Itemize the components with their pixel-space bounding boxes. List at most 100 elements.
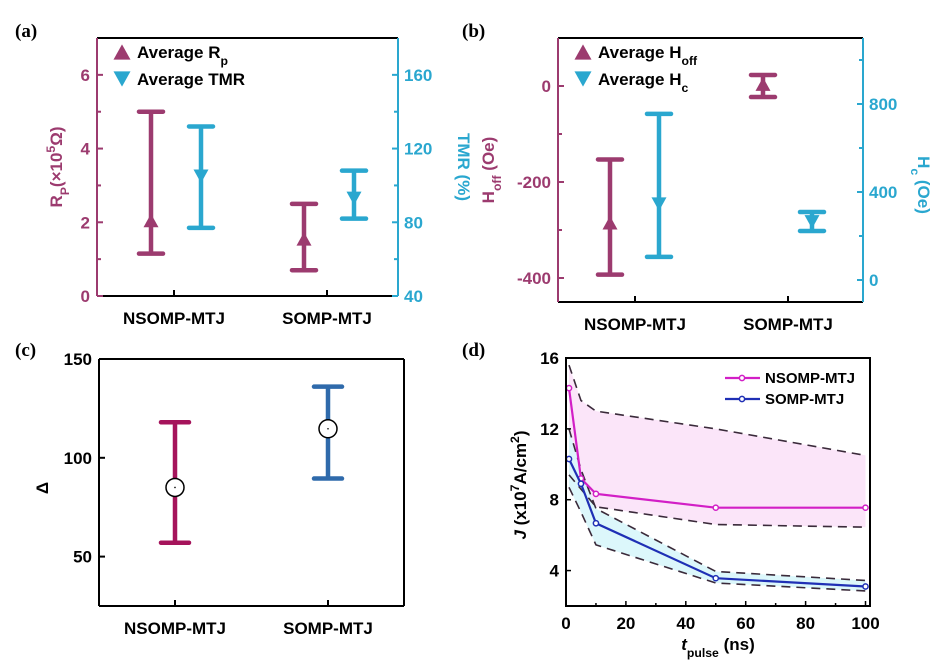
lower-bound-line — [568, 474, 866, 528]
legend-label: Average Hoff — [598, 43, 698, 68]
x-axis-title: tpulse (ns) — [681, 635, 755, 660]
x-category-label: SOMP-MTJ — [282, 309, 372, 328]
x-tick-label: 0 — [561, 614, 570, 633]
legend-label-part: Average R — [137, 43, 220, 62]
y-axis-title: J (x107A/cm2) — [508, 430, 530, 539]
mean-marker — [193, 169, 209, 183]
left-tick-label: 100 — [64, 449, 92, 468]
left-tick-label: 2 — [81, 213, 90, 232]
x-tick-label: 100 — [851, 614, 879, 633]
right-axis-title: TMR (%) — [454, 133, 473, 201]
right-tick-label: 0 — [869, 271, 878, 290]
mean-marker — [651, 197, 667, 211]
y-tick-label: 16 — [540, 349, 559, 368]
left-axis-title-part: (×10 — [47, 153, 66, 188]
right-tick-label: 400 — [869, 183, 897, 202]
y-axis-title-part: ) — [511, 430, 530, 436]
right-axis-title: Hc (Oe) — [908, 156, 933, 214]
left-tick-label: -200 — [517, 173, 551, 192]
legend-label-part: p — [220, 54, 227, 68]
right-tick-label: 800 — [869, 95, 897, 114]
data-point — [565, 455, 573, 463]
data-point — [592, 490, 600, 498]
x-axis-title-part: (ns) — [719, 635, 755, 654]
legend-marker — [113, 71, 131, 87]
legend-label: Average Hc — [598, 70, 688, 95]
error-bar — [289, 201, 319, 273]
data-point — [712, 504, 720, 512]
data-point — [565, 384, 573, 392]
panel-label: (c) — [15, 340, 36, 361]
y-tick-label: 8 — [550, 491, 559, 510]
legend-marker — [113, 44, 131, 60]
mean-marker — [804, 215, 820, 229]
right-axis-title-part: c — [908, 168, 922, 175]
right-tick-label: 40 — [404, 287, 423, 306]
plot-frame — [565, 357, 871, 607]
y-axis-title-part: (x10 — [511, 491, 530, 530]
mean-marker — [346, 191, 362, 206]
y-axis-title-part: J — [511, 530, 530, 540]
legend-label: NSOMP-MTJ — [765, 370, 855, 387]
error-bar — [311, 384, 345, 481]
confidence-band — [568, 428, 866, 591]
legend-label-part: Average H — [598, 43, 681, 62]
left-axis-title: Δ — [33, 482, 52, 494]
legend-label-part: Average H — [598, 70, 681, 89]
left-axis-title-part: R — [47, 195, 66, 207]
x-category-label: SOMP-MTJ — [283, 619, 373, 638]
legend-label-part: off — [681, 54, 698, 68]
legend-label: Average TMR — [137, 70, 245, 89]
right-tick-label: 80 — [404, 213, 423, 232]
left-axis-title-part: 5 — [44, 146, 58, 153]
left-axis-title-part: off — [490, 174, 504, 191]
mean-marker — [143, 213, 159, 228]
panel-label: (a) — [15, 21, 37, 42]
legend-marker — [738, 374, 746, 382]
x-tick-label: 40 — [676, 614, 695, 633]
x-axis-title-part: t — [681, 635, 688, 654]
data-point — [862, 583, 869, 590]
y-axis-title-part: 2 — [508, 436, 522, 443]
left-axis-title-part: H — [479, 191, 498, 203]
error-bar — [339, 168, 369, 221]
x-tick-label: 60 — [736, 614, 755, 633]
panel-label: (d) — [462, 340, 485, 361]
mean-marker-dot — [327, 427, 329, 430]
legend-label: SOMP-MTJ — [765, 391, 844, 408]
x-axis-title-part: pulse — [687, 646, 719, 660]
panel-label: (b) — [462, 21, 485, 42]
x-category-label: NSOMP-MTJ — [123, 309, 225, 328]
y-tick-label: 12 — [540, 420, 559, 439]
y-tick-label: 4 — [550, 562, 560, 581]
legend-marker — [738, 395, 746, 403]
left-tick-label: 0 — [81, 287, 90, 306]
left-axis-title-part: P — [58, 187, 72, 195]
error-bar — [797, 209, 827, 234]
y-axis-title-part: 7 — [508, 484, 522, 491]
right-axis-title-part: H — [914, 156, 933, 168]
x-category-label: NSOMP-MTJ — [584, 315, 686, 334]
error-bar — [595, 157, 625, 277]
data-point — [592, 519, 600, 527]
error-bar — [644, 111, 674, 260]
left-tick-label: 0 — [542, 77, 551, 96]
legend-marker — [574, 44, 592, 60]
x-category-label: SOMP-MTJ — [743, 315, 833, 334]
right-tick-label: 120 — [404, 140, 432, 159]
left-axis-title-part: Ω) — [47, 126, 66, 145]
left-tick-label: 6 — [81, 66, 90, 85]
left-tick-label: 4 — [81, 140, 91, 159]
y-axis-title-part: A/cm — [511, 443, 530, 485]
left-tick-label: 150 — [64, 350, 92, 369]
left-axis-title-part: Δ — [33, 482, 52, 494]
error-bar — [748, 72, 778, 100]
mean-marker — [602, 216, 618, 230]
legend-label: Average Rp — [137, 43, 228, 68]
data-point — [712, 574, 720, 582]
x-tick-label: 80 — [796, 614, 815, 633]
